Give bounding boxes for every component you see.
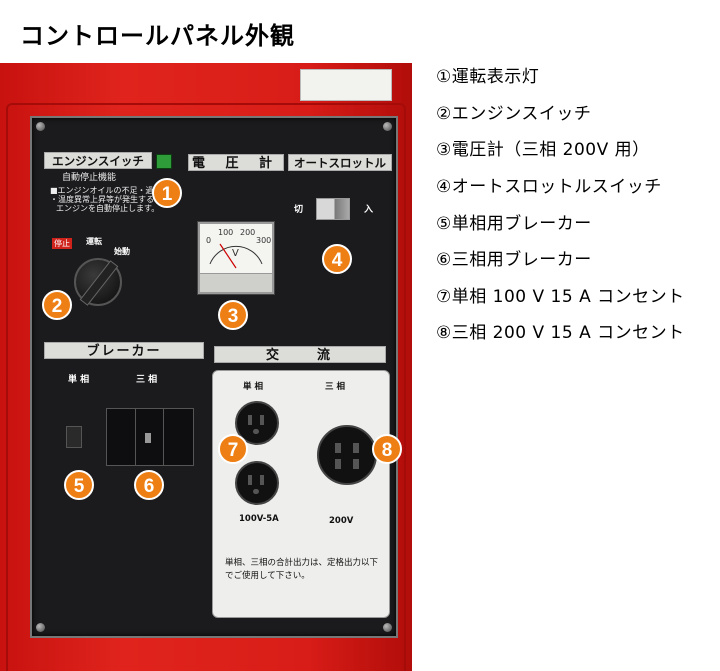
ac-output-note: でご使用して下さい。 — [225, 571, 310, 581]
voltmeter-dial — [209, 243, 263, 269]
three-phase-outlet[interactable] — [317, 425, 377, 485]
outlet-slot — [335, 443, 341, 453]
badge-6: 6 — [134, 470, 164, 500]
auto-stop-title: 自動停止機能 — [62, 173, 117, 183]
badge-8: 8 — [372, 434, 402, 464]
auto-stop-line: ■エンジンオイルの不足・過回転 — [50, 186, 170, 195]
ac-label: 交 流 — [214, 346, 386, 363]
single-phase-breaker[interactable] — [66, 426, 82, 448]
legend-item-7: ⑦単相 100 V 15 A コンセント — [436, 287, 685, 307]
key-start-label: 始動 — [114, 247, 130, 256]
legend-item-3: ③電圧計（三相 200V 用） — [436, 140, 650, 160]
run-indicator-lamp — [156, 154, 172, 169]
legend-item-2: ②エンジンスイッチ — [436, 104, 592, 124]
legend-item-5: ⑤単相用ブレーカー — [436, 214, 592, 234]
panel-screw — [36, 122, 45, 131]
outlet-slot — [253, 429, 259, 434]
voltmeter: 0 100 200 300 V — [198, 222, 274, 294]
housing-frame — [6, 103, 406, 671]
three-phase-breaker[interactable] — [106, 408, 194, 466]
breaker-lever — [145, 433, 151, 443]
badge-5: 5 — [64, 470, 94, 500]
outlet-slot — [248, 475, 252, 485]
breaker-pole — [135, 409, 136, 465]
voltmeter-scale-0: 0 — [206, 236, 212, 245]
breaker-label: ブレーカー — [44, 342, 204, 359]
ac-single-label: 単 相 — [243, 382, 263, 392]
engine-key-switch[interactable] — [74, 258, 122, 306]
voltmeter-unit: V — [232, 248, 239, 259]
outlet-slot — [353, 443, 359, 453]
control-panel: エンジンスイッチ 電 圧 計 オートスロットル 自動停止機能 ■エンジンオイルの… — [30, 116, 402, 638]
throttle-off-label: 切 — [294, 205, 304, 215]
breaker-single-label: 単 相 — [68, 375, 90, 385]
engine-switch-label: エンジンスイッチ — [44, 152, 152, 169]
legend-item-6: ⑥三相用ブレーカー — [436, 250, 592, 270]
ac-outlet-area: 単 相 三 相 100V-5A 200V 単相、三相の合計出力は、定格出力以下 — [212, 370, 390, 618]
auto-stop-line: エンジンを自動停止します。 — [56, 204, 160, 213]
badge-1: 1 — [152, 178, 182, 208]
ac-single-rating: 100V-5A — [239, 514, 279, 524]
voltmeter-bezel-bottom — [200, 273, 272, 292]
auto-throttle-label: オートスロットル — [288, 154, 392, 171]
outlet-slot — [253, 489, 259, 494]
badge-4: 4 — [322, 244, 352, 274]
outlet-slot — [260, 415, 264, 425]
outlet-slot — [353, 459, 359, 469]
key-run-label: 運転 — [86, 237, 102, 246]
breaker-three-label: 三 相 — [136, 375, 158, 385]
legend-item-4: ④オートスロットルスイッチ — [436, 177, 662, 197]
outlet-slot — [335, 459, 341, 469]
ac-three-rating: 200V — [329, 516, 354, 526]
legend-item-8: ⑧三相 200 V 15 A コンセント — [436, 323, 685, 343]
outlet-slot — [260, 475, 264, 485]
badge-7: 7 — [218, 434, 248, 464]
voltmeter-label: 電 圧 計 — [188, 154, 284, 171]
single-phase-outlet-lower[interactable] — [235, 461, 279, 505]
key-stop-label: 停止 — [52, 238, 72, 249]
ac-three-label: 三 相 — [325, 382, 345, 392]
throttle-on-label: 入 — [364, 205, 374, 215]
panel-screw — [383, 623, 392, 632]
page-title: コントロールパネル外観 — [20, 22, 295, 50]
legend-item-1: ①運転表示灯 — [436, 67, 540, 87]
panel-screw — [36, 623, 45, 632]
auto-stop-line: ・温度異常上昇等が発生すると — [50, 195, 162, 204]
voltmeter-scale-200: 200 — [240, 228, 256, 237]
badge-2: 2 — [42, 290, 72, 320]
breaker-pole — [163, 409, 164, 465]
housing-label-plate — [300, 69, 392, 101]
voltmeter-scale-100: 100 — [218, 228, 234, 237]
ac-output-note: 単相、三相の合計出力は、定格出力以下 — [225, 558, 379, 568]
auto-throttle-switch[interactable] — [316, 198, 350, 220]
panel-screw — [383, 122, 392, 131]
outlet-slot — [248, 415, 252, 425]
badge-3: 3 — [218, 300, 248, 330]
voltmeter-scale-300: 300 — [256, 236, 272, 245]
key-switch-handle — [79, 260, 119, 306]
generator-housing: エンジンスイッチ 電 圧 計 オートスロットル 自動停止機能 ■エンジンオイルの… — [0, 63, 412, 671]
